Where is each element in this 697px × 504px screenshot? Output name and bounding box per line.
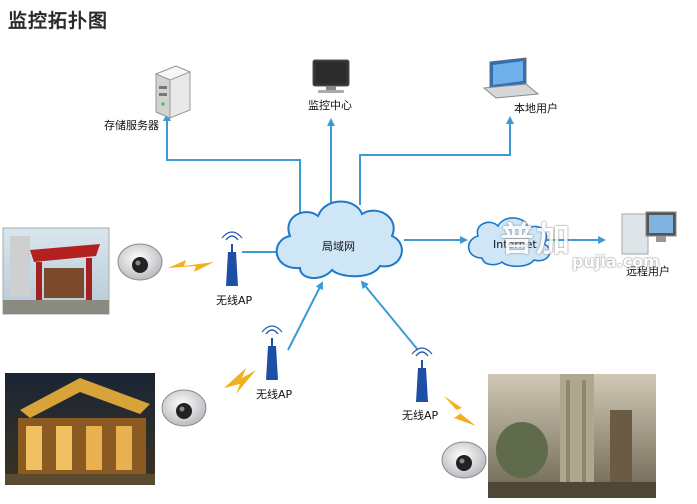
camera-1-icon	[117, 243, 163, 281]
internet-label: Internet	[493, 238, 537, 251]
site-photo-2	[5, 373, 155, 485]
link-ap2-lan	[287, 281, 323, 351]
watermark-url: pujia.com	[572, 252, 660, 271]
camera-3-icon	[441, 441, 487, 479]
storage-server-label: 存储服务器	[104, 119, 159, 132]
wireless-bolts	[168, 260, 476, 426]
link-lan-storage	[163, 113, 301, 215]
lan-cloud	[275, 200, 403, 279]
monitor-center-label: 监控中心	[308, 99, 352, 112]
diagram-title: 监控拓扑图	[8, 10, 109, 32]
ap3-label: 无线AP	[402, 409, 439, 422]
site-photo-1	[2, 227, 110, 315]
remote-user-label: 远程用户	[626, 265, 670, 278]
storage-server-icon	[154, 65, 192, 119]
bolt-3-icon	[444, 396, 476, 426]
ap2-icon	[261, 325, 283, 380]
remote-pc-icon	[621, 211, 677, 255]
laptop-icon	[482, 57, 540, 99]
internet-cloud	[467, 217, 551, 268]
lan-label: 局域网	[322, 240, 355, 253]
bolt-1-icon	[168, 260, 214, 272]
link-lan-local	[359, 116, 514, 205]
ap1-icon	[221, 231, 243, 286]
connection-lines	[163, 113, 606, 351]
bolt-2-icon	[224, 368, 256, 394]
local-user-label: 本地用户	[514, 102, 558, 115]
site-photo-3	[488, 374, 656, 498]
ap3-icon	[411, 347, 433, 402]
link-ap3-lan	[360, 280, 419, 351]
ap1-label: 无线AP	[216, 294, 253, 307]
monitor-icon	[312, 59, 350, 93]
camera-2-icon	[161, 389, 207, 427]
ap2-label: 无线AP	[256, 388, 293, 401]
watermark: 普加 pujia.com	[500, 212, 660, 271]
watermark-mark: 普加	[500, 220, 572, 260]
